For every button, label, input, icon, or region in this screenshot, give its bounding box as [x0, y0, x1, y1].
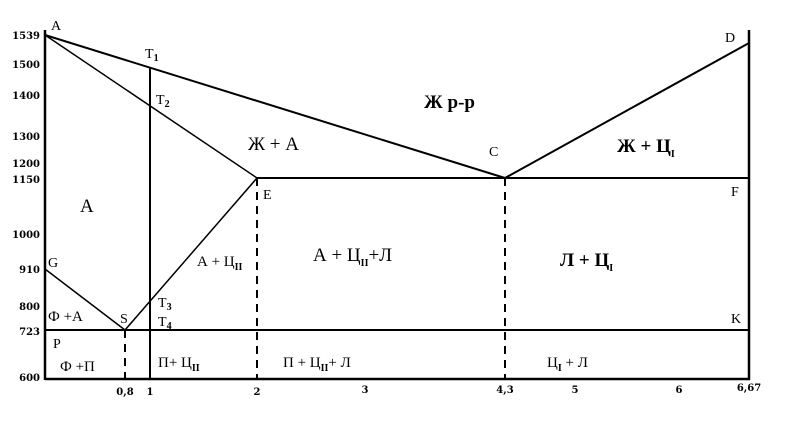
point-label-G: G — [48, 256, 58, 271]
x-tick: 2 — [254, 387, 261, 398]
line-SE — [124, 177, 258, 331]
point-label-T2: T2 — [156, 93, 170, 110]
y-tick: 1400 — [12, 91, 40, 102]
point-label-T1: T1 — [145, 47, 159, 64]
y-tick: 1150 — [12, 175, 40, 186]
region-pearlite-cementite2-ledeburite: П + ЦII+ Л — [283, 355, 351, 374]
region-austenite-cementite2: А + ЦII — [197, 254, 243, 273]
x-tick: 4,3 — [496, 385, 513, 396]
y-tick: 1200 — [12, 159, 40, 170]
y-tick: 1000 — [12, 230, 40, 241]
x-tick: 0,8 — [116, 387, 133, 398]
y-tick: 1539 — [12, 31, 40, 42]
y-tick: 1300 — [12, 132, 40, 143]
x-tick: 3 — [362, 385, 369, 396]
point-label-E: E — [263, 188, 272, 203]
y-tick: 910 — [19, 265, 40, 276]
point-label-P: P — [53, 337, 61, 352]
region-ferrite-pearlite: Ф +П — [60, 359, 95, 375]
point-label-K: K — [731, 312, 741, 327]
region-liquid-cementite: Ж + ЦI — [617, 136, 675, 160]
region-austenite-cementite2-ledeburite: А + ЦII+Л — [313, 245, 392, 269]
point-label-T4: T4 — [158, 315, 172, 332]
y-tick: 800 — [19, 302, 40, 313]
x-tick: 6,67 — [737, 383, 761, 394]
point-label-S: S — [120, 312, 128, 327]
liquidus-CD — [504, 42, 750, 179]
region-liquid-austenite: Ж + А — [248, 134, 299, 155]
region-ledeburite-cementite1: Л + ЦI — [560, 250, 613, 274]
y-tick: 600 — [19, 373, 40, 384]
line-GS — [44, 268, 126, 331]
point-label-A: A — [51, 19, 62, 34]
point-label-C: C — [489, 145, 498, 160]
region-ferrite-austenite: Ф +А — [48, 309, 83, 325]
region-liquid: Ж р-р — [424, 92, 475, 113]
x-tick: 6 — [676, 385, 683, 396]
liquidus-AC — [44, 34, 506, 179]
x-tick: 1 — [147, 387, 154, 398]
x-tick: 5 — [572, 385, 579, 396]
region-cementite1-ledeburite: ЦI + Л — [547, 355, 588, 374]
y-tick: 723 — [19, 327, 40, 338]
region-austenite: А — [80, 196, 94, 217]
point-label-T3: T3 — [158, 296, 172, 313]
point-label-F: F — [731, 185, 739, 200]
region-pearlite-cementite2: П+ ЦII — [158, 355, 200, 374]
point-label-D: D — [725, 31, 735, 46]
y-tick: 1500 — [12, 60, 40, 71]
